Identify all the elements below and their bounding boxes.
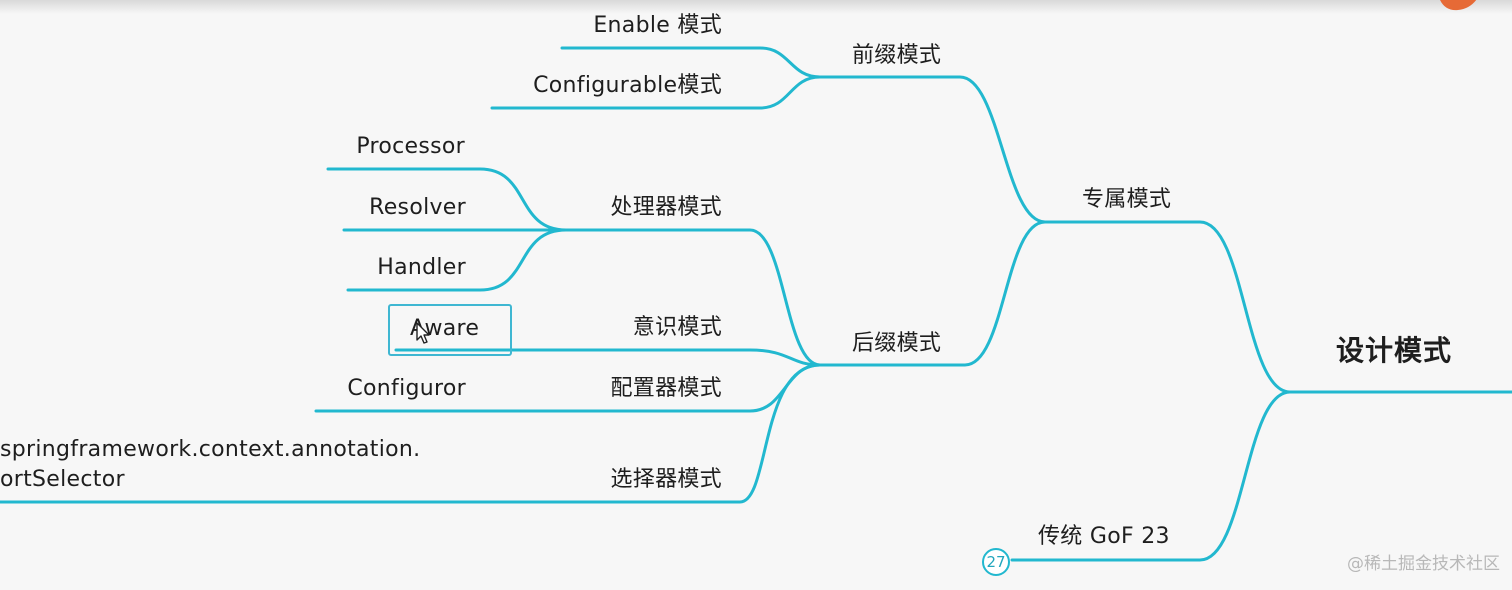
suffix-pattern-node[interactable]: 后缀模式 (852, 331, 942, 356)
processor-pattern-to-handler-connector (346, 228, 568, 292)
configuror-leaf[interactable]: Configuror (347, 376, 466, 401)
selector-leaf-line1[interactable]: springframework.context.annotation. (0, 437, 421, 462)
watermark-text: @稀土掘金技术社区 (1347, 554, 1500, 574)
processor-pattern-node[interactable]: 处理器模式 (610, 195, 722, 220)
prefix-to-configurable-connector (490, 75, 822, 110)
configurable-pattern-node[interactable]: Configurable模式 (533, 73, 722, 98)
prefix-to-enable-connector (560, 46, 822, 79)
configurer-pattern-node[interactable]: 配置器模式 (610, 376, 722, 401)
exclusive-to-prefix-connector (818, 75, 1047, 224)
mouse-cursor-icon (416, 322, 430, 344)
selector-pattern-node[interactable]: 选择器模式 (610, 467, 722, 492)
traditional-gof-node[interactable]: 传统 GoF 23 (1038, 524, 1170, 549)
suffix-to-selector-pattern-connector (0, 363, 822, 504)
handler-leaf[interactable]: Handler (377, 255, 466, 280)
root-node[interactable]: 设计模式 (1336, 334, 1453, 367)
suffix-to-processor-pattern-connector (564, 228, 822, 367)
processor-pattern-to-processor-connector (326, 167, 568, 232)
exclusive-pattern-node[interactable]: 专属模式 (1082, 187, 1172, 212)
collapsed-children-count-badge[interactable]: 27 (982, 548, 1010, 576)
root-to-exclusive-connector (1043, 220, 1292, 394)
root-to-traditional-connector (1010, 390, 1292, 562)
prefix-pattern-node[interactable]: 前缀模式 (852, 43, 942, 68)
aware-selection-box[interactable] (388, 304, 512, 356)
aware-pattern-node[interactable]: 意识模式 (632, 315, 722, 340)
processor-leaf[interactable]: Processor (356, 134, 465, 159)
logo-icon (1440, 0, 1477, 11)
exclusive-to-suffix-connector (818, 220, 1047, 367)
suffix-to-aware-pattern-connector (394, 348, 822, 367)
resolver-leaf[interactable]: Resolver (369, 195, 466, 220)
selector-leaf-line2[interactable]: ortSelector (0, 467, 125, 492)
enable-pattern-node[interactable]: Enable 模式 (593, 13, 722, 38)
top-shadow-bar (0, 0, 1512, 14)
